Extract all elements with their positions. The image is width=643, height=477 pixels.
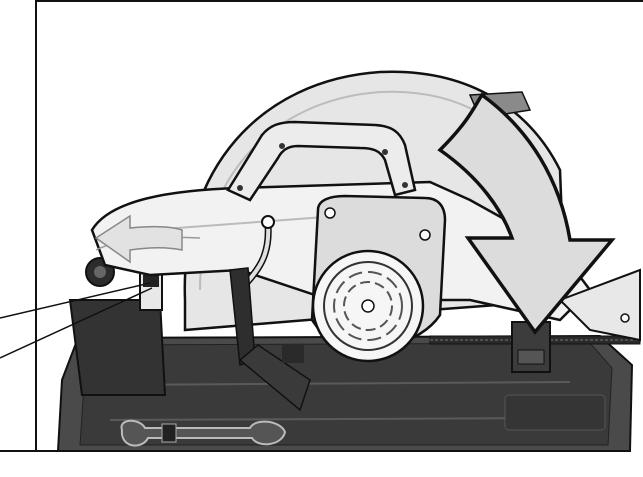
downward-cut-arrow — [437, 92, 616, 335]
pivot-arm-support — [68, 257, 167, 396]
spanner-wrench — [120, 419, 287, 447]
cut-off-saw-base — [56, 334, 634, 452]
release-arrow — [94, 214, 183, 264]
callout-leader-lines — [0, 282, 153, 359]
vice-clamp — [511, 268, 641, 373]
carry-handle — [226, 120, 417, 202]
vice-fence — [229, 267, 311, 412]
motor-housing — [310, 194, 447, 363]
